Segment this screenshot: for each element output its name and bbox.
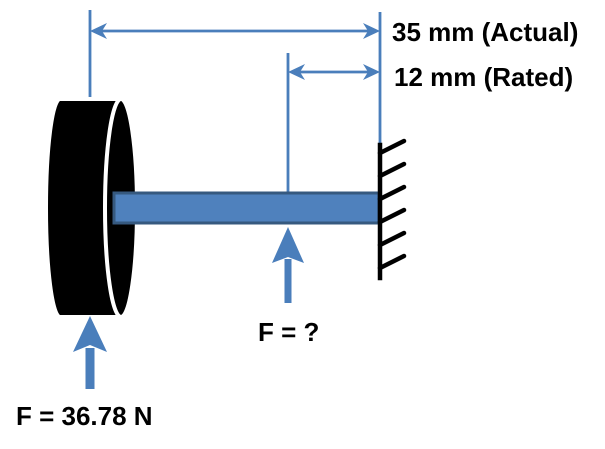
wall-hatch-icon (377, 138, 407, 156)
fixed-wall (377, 138, 407, 281)
force-arrow-unknown (272, 227, 304, 303)
dim-rated-label: 12 mm (Rated) (394, 62, 573, 92)
dimension-12mm (286, 53, 380, 192)
arrowhead-right-icon (363, 23, 380, 39)
wall-hatch-icon (377, 253, 407, 271)
dim-actual-label: 35 mm (Actual) (392, 17, 578, 47)
arrow-shaft (85, 348, 95, 389)
arrow-shaft (284, 259, 292, 303)
dimension-35mm (88, 10, 382, 145)
force-arrow-known (73, 316, 107, 389)
wall-hatch-icon (377, 230, 407, 248)
arrowhead-right-icon (363, 64, 380, 80)
wall-hatch-icon (377, 184, 407, 202)
wall-hatch-icon (377, 207, 407, 225)
arrowhead-left-icon (90, 23, 107, 39)
arrowhead-left-icon (288, 64, 305, 80)
arrow-up-icon (73, 316, 107, 352)
arrow-up-icon (272, 227, 304, 263)
beam (112, 191, 381, 225)
force-known-label: F = 36.78 N (16, 401, 153, 431)
wall-hatch-icon (377, 161, 407, 179)
force-unknown-label: F = ? (258, 317, 319, 347)
